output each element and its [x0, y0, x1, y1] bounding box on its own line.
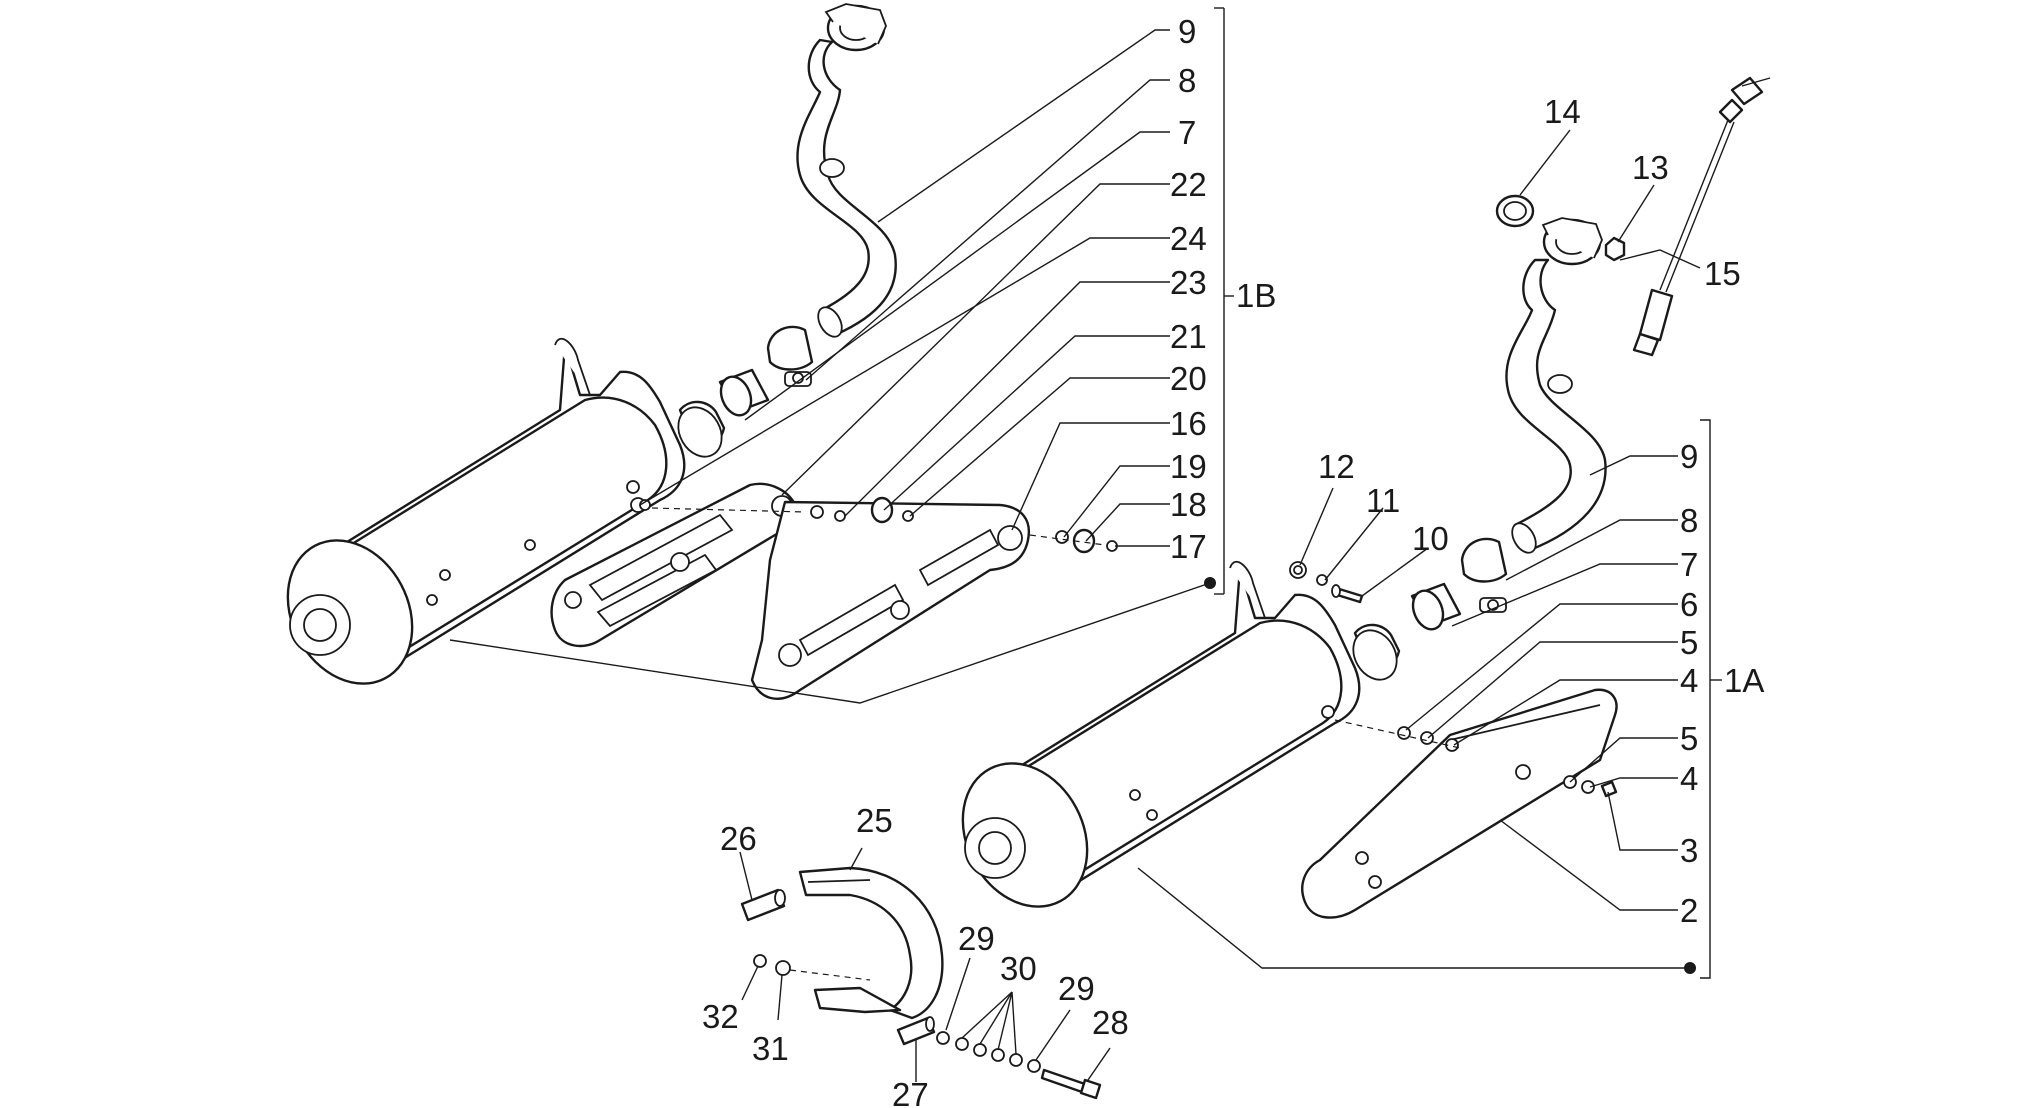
callout-22: 22 — [1170, 166, 1207, 203]
left-sleeve-gasket — [718, 368, 770, 417]
left-silencer-body — [286, 338, 726, 685]
left-mounting-bracket — [550, 482, 797, 648]
nut — [1604, 236, 1626, 262]
pin-27 — [896, 1016, 936, 1046]
callout-1a: 1A — [1724, 662, 1764, 699]
right-clamp — [1460, 537, 1508, 613]
callout-21: 21 — [1170, 318, 1207, 355]
left-exhaust-assembly — [286, 3, 1118, 700]
left-header-pipe — [796, 3, 897, 338]
callout-14: 14 — [1544, 93, 1581, 130]
callout-labels: 9 8 7 22 24 23 21 20 16 19 18 17 1B 14 1… — [702, 13, 1764, 1108]
callout-31: 31 — [752, 1030, 789, 1067]
callout-7-left: 7 — [1178, 114, 1196, 151]
callout-29-right: 29 — [1058, 970, 1095, 1007]
callout-15: 15 — [1704, 255, 1741, 292]
callout-32: 32 — [702, 998, 739, 1035]
callout-4-upper: 4 — [1680, 662, 1698, 699]
callout-12: 12 — [1318, 448, 1355, 485]
callout-27: 27 — [892, 1076, 929, 1108]
callout-5-upper: 5 — [1680, 624, 1698, 661]
callout-4-lower: 4 — [1680, 760, 1698, 797]
leader-lines — [449, 7, 1722, 1082]
callout-1b: 1B — [1236, 277, 1276, 314]
strap-assembly — [740, 866, 1102, 1100]
right-group-marker — [1684, 962, 1696, 974]
right-lower-hardware — [1334, 719, 1618, 798]
washers-29-30 — [936, 1031, 1041, 1073]
right-silencer-body — [961, 561, 1401, 908]
lambda-sensor — [1632, 76, 1771, 357]
callout-9-left: 9 — [1178, 13, 1196, 50]
callout-25: 25 — [856, 802, 893, 839]
gasket-ring — [1495, 194, 1535, 228]
right-header-pipe — [1505, 217, 1607, 554]
washers-31-32 — [753, 954, 871, 981]
left-clamp — [766, 325, 814, 387]
callout-28: 28 — [1092, 1004, 1129, 1041]
right-upper-hardware — [1289, 561, 1364, 604]
callout-9-right: 9 — [1680, 438, 1698, 475]
callout-5-lower: 5 — [1680, 720, 1698, 757]
callout-10: 10 — [1412, 520, 1449, 557]
left-heat-shield — [750, 500, 1031, 700]
callout-2: 2 — [1680, 892, 1698, 929]
callout-26: 26 — [720, 820, 757, 857]
callout-23: 23 — [1170, 264, 1207, 301]
callout-7-right: 7 — [1680, 546, 1698, 583]
right-heat-shield — [1301, 688, 1618, 919]
callout-30: 30 — [1000, 950, 1037, 987]
callout-3: 3 — [1680, 832, 1698, 869]
right-sleeve-gasket — [1410, 582, 1462, 631]
callout-18: 18 — [1170, 486, 1207, 523]
left-group-marker — [1204, 577, 1216, 589]
callout-6: 6 — [1680, 586, 1698, 623]
right-exhaust-assembly — [961, 76, 1771, 919]
bolt-28 — [1040, 1068, 1102, 1100]
callout-19: 19 — [1170, 448, 1207, 485]
callout-16: 16 — [1170, 405, 1207, 442]
callout-29-left: 29 — [958, 920, 995, 957]
callout-11: 11 — [1366, 482, 1400, 519]
callout-8-right: 8 — [1680, 502, 1698, 539]
pin-26 — [740, 888, 786, 922]
callout-24: 24 — [1170, 220, 1207, 257]
callout-13: 13 — [1632, 149, 1669, 186]
callout-20: 20 — [1170, 360, 1207, 397]
callout-17: 17 — [1170, 528, 1207, 565]
callout-8-left: 8 — [1178, 62, 1196, 99]
strap-25 — [798, 866, 944, 1020]
